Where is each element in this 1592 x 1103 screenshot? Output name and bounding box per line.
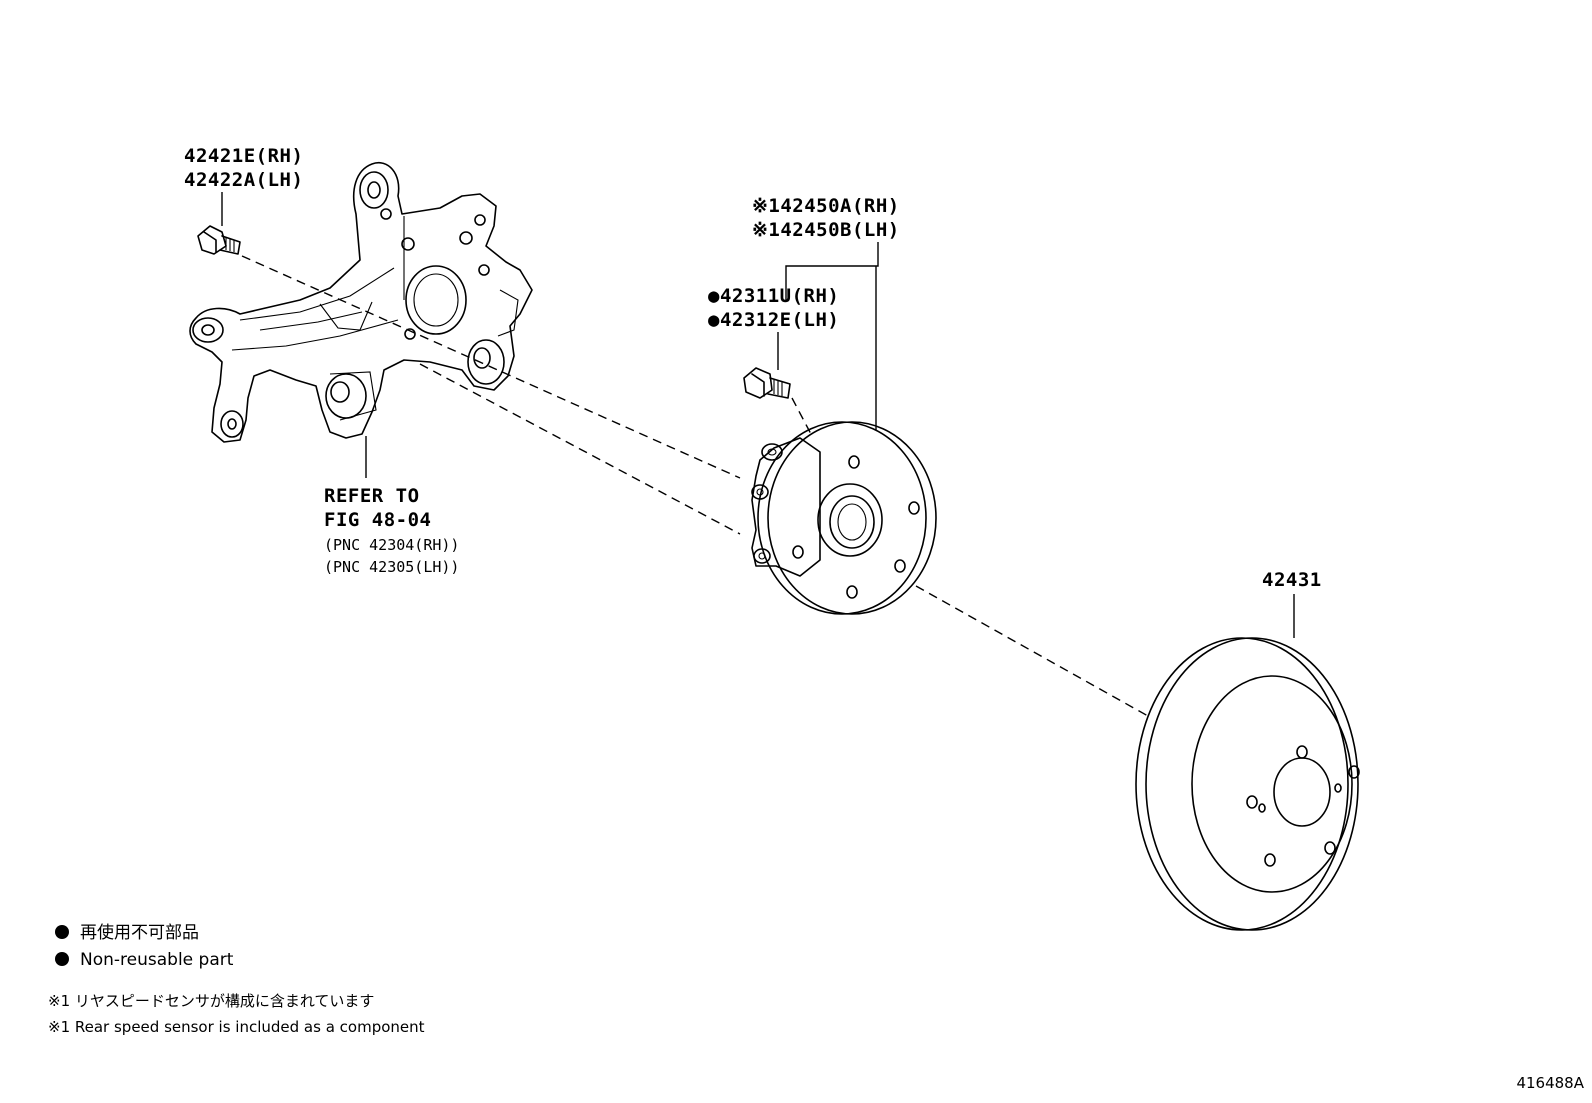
knuckle-bolt-rh-label[interactable]: 42421E(RH): [184, 145, 303, 167]
legend-bullet-jp: [55, 925, 69, 939]
hub-assembly-rh-label[interactable]: ※142450A(RH): [752, 195, 900, 217]
hub-to-disc-axis: [915, 585, 1149, 717]
knuckle-bolt-illustration[interactable]: [197, 225, 241, 255]
hub-bearing-assembly-illustration[interactable]: [751, 421, 937, 615]
refer-line2[interactable]: FIG 48-04: [324, 509, 431, 531]
legend-nonreusable-en: Non-reusable part: [80, 950, 234, 970]
refer-line4: (PNC 42305(LH)): [324, 558, 459, 576]
legend-note1-jp: ※1 リヤスピードセンサが構成に含まれています: [48, 992, 374, 1010]
hub-bolt-lh-label[interactable]: ●42312E(LH): [708, 309, 839, 331]
figure-id: 416488A: [1516, 1074, 1584, 1092]
refer-line3: (PNC 42304(RH)): [324, 536, 459, 554]
knuckle-to-hub-axis: [419, 363, 741, 535]
refer-line1[interactable]: REFER TO: [324, 485, 420, 507]
knuckle-bolt-axis: [241, 255, 741, 479]
hub-assembly-lh-label[interactable]: ※142450B(LH): [752, 219, 900, 241]
hub-assembly-leader: [785, 242, 879, 430]
legend-nonreusable-jp: 再使用不可部品: [80, 922, 199, 943]
brake-disc-illustration[interactable]: [1135, 637, 1360, 931]
hub-bolt-illustration[interactable]: [743, 367, 791, 399]
legend-note1-en: ※1 Rear speed sensor is included as a co…: [48, 1018, 425, 1036]
disc-label[interactable]: 42431: [1262, 569, 1322, 591]
knuckle-bolt-lh-label[interactable]: 42422A(LH): [184, 169, 303, 191]
hub-bolt-rh-label[interactable]: ●42311U(RH): [708, 285, 839, 307]
legend-bullet-en: [55, 952, 69, 966]
rear-knuckle-illustration[interactable]: [189, 161, 533, 443]
